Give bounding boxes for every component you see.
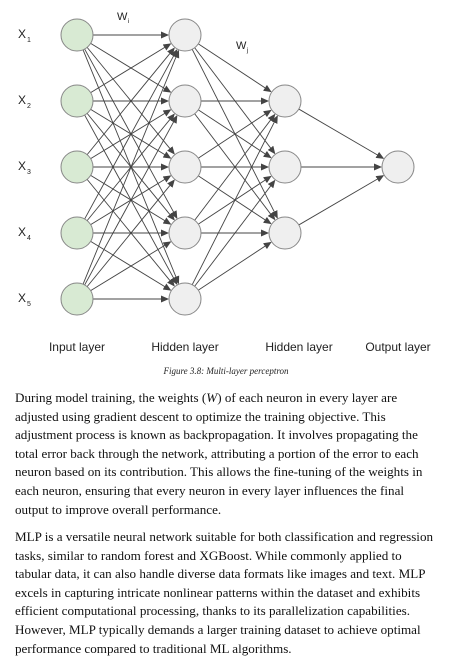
- mlp-diagram: X1 X2 X3 X4 X5 Wi Wj Input layer Hidden …: [18, 11, 431, 354]
- layer-label-output: Output layer: [365, 340, 430, 354]
- layer-label-hidden-1: Hidden layer: [151, 340, 218, 354]
- weight-label-wj: Wj: [236, 40, 248, 54]
- neuron-output-1: [381, 150, 415, 184]
- edge-hidden-1-3-to-hidden-2-3: [198, 175, 272, 225]
- edge-hidden-1-5-to-hidden-2-1: [191, 115, 278, 285]
- neuron-hidden-1-4: [168, 216, 202, 250]
- neurons: [60, 18, 415, 316]
- weight-symbol: W: [206, 390, 218, 405]
- figure-caption: Figure 3.8: Multi-layer perceptron: [163, 366, 289, 376]
- edge-input-5-to-hidden-1-3: [86, 179, 175, 287]
- input-label-x3: X3: [18, 159, 31, 176]
- connection-edges: [82, 31, 385, 303]
- edge-input-3-to-hidden-1-1: [86, 47, 175, 155]
- edge-input-5-to-hidden-1-4: [90, 241, 172, 292]
- layer-label-input: Input layer: [49, 340, 105, 354]
- paragraph-text: During model training, the weights (: [15, 390, 207, 405]
- neuron-input-2: [60, 84, 94, 118]
- paragraph-mlp-overview: MLP is a versatile neural network suitab…: [15, 529, 434, 656]
- input-label-x4: X4: [18, 225, 31, 242]
- neuron-input-3: [60, 150, 94, 184]
- edge-input-5-to-hidden-1-1: [82, 49, 180, 285]
- edge-input-5-to-hidden-1-2: [84, 115, 178, 286]
- neuron-hidden-1-1: [168, 18, 202, 52]
- input-label-x1: X1: [18, 27, 31, 44]
- edge-input-2-to-hidden-1-1: [90, 43, 172, 94]
- input-label-x2: X2: [18, 93, 31, 110]
- edge-hidden-1-1-to-hidden-2-1: [198, 43, 272, 93]
- edge-input-4-to-hidden-1-1: [84, 49, 178, 220]
- input-label-x5: X5: [18, 291, 31, 308]
- edge-hidden-2-1-to-output-1: [298, 108, 385, 159]
- neuron-input-5: [60, 282, 94, 316]
- edge-hidden-1-2-to-hidden-2-2: [198, 109, 272, 159]
- paragraph-text: ) of each neuron in every layer are adju…: [15, 390, 423, 517]
- edge-hidden-1-4-to-hidden-2-1: [194, 113, 276, 221]
- edge-hidden-2-3-to-output-1: [298, 175, 385, 226]
- neuron-hidden-1-5: [168, 282, 202, 316]
- edge-hidden-1-5-to-hidden-2-3: [198, 241, 272, 291]
- neuron-hidden-2-1: [268, 84, 302, 118]
- edge-hidden-1-5-to-hidden-2-2: [194, 179, 276, 287]
- neuron-hidden-2-2: [268, 150, 302, 184]
- neuron-input-4: [60, 216, 94, 250]
- neuron-hidden-1-3: [168, 150, 202, 184]
- edge-hidden-1-3-to-hidden-2-1: [198, 109, 272, 159]
- layer-label-hidden-2: Hidden layer: [265, 340, 332, 354]
- neuron-hidden-2-3: [268, 216, 302, 250]
- weight-label-wi: Wi: [117, 11, 129, 25]
- paragraph-backpropagation: During model training, the weights (W) o…: [15, 389, 435, 519]
- neuron-hidden-1-2: [168, 84, 202, 118]
- neuron-input-1: [60, 18, 94, 52]
